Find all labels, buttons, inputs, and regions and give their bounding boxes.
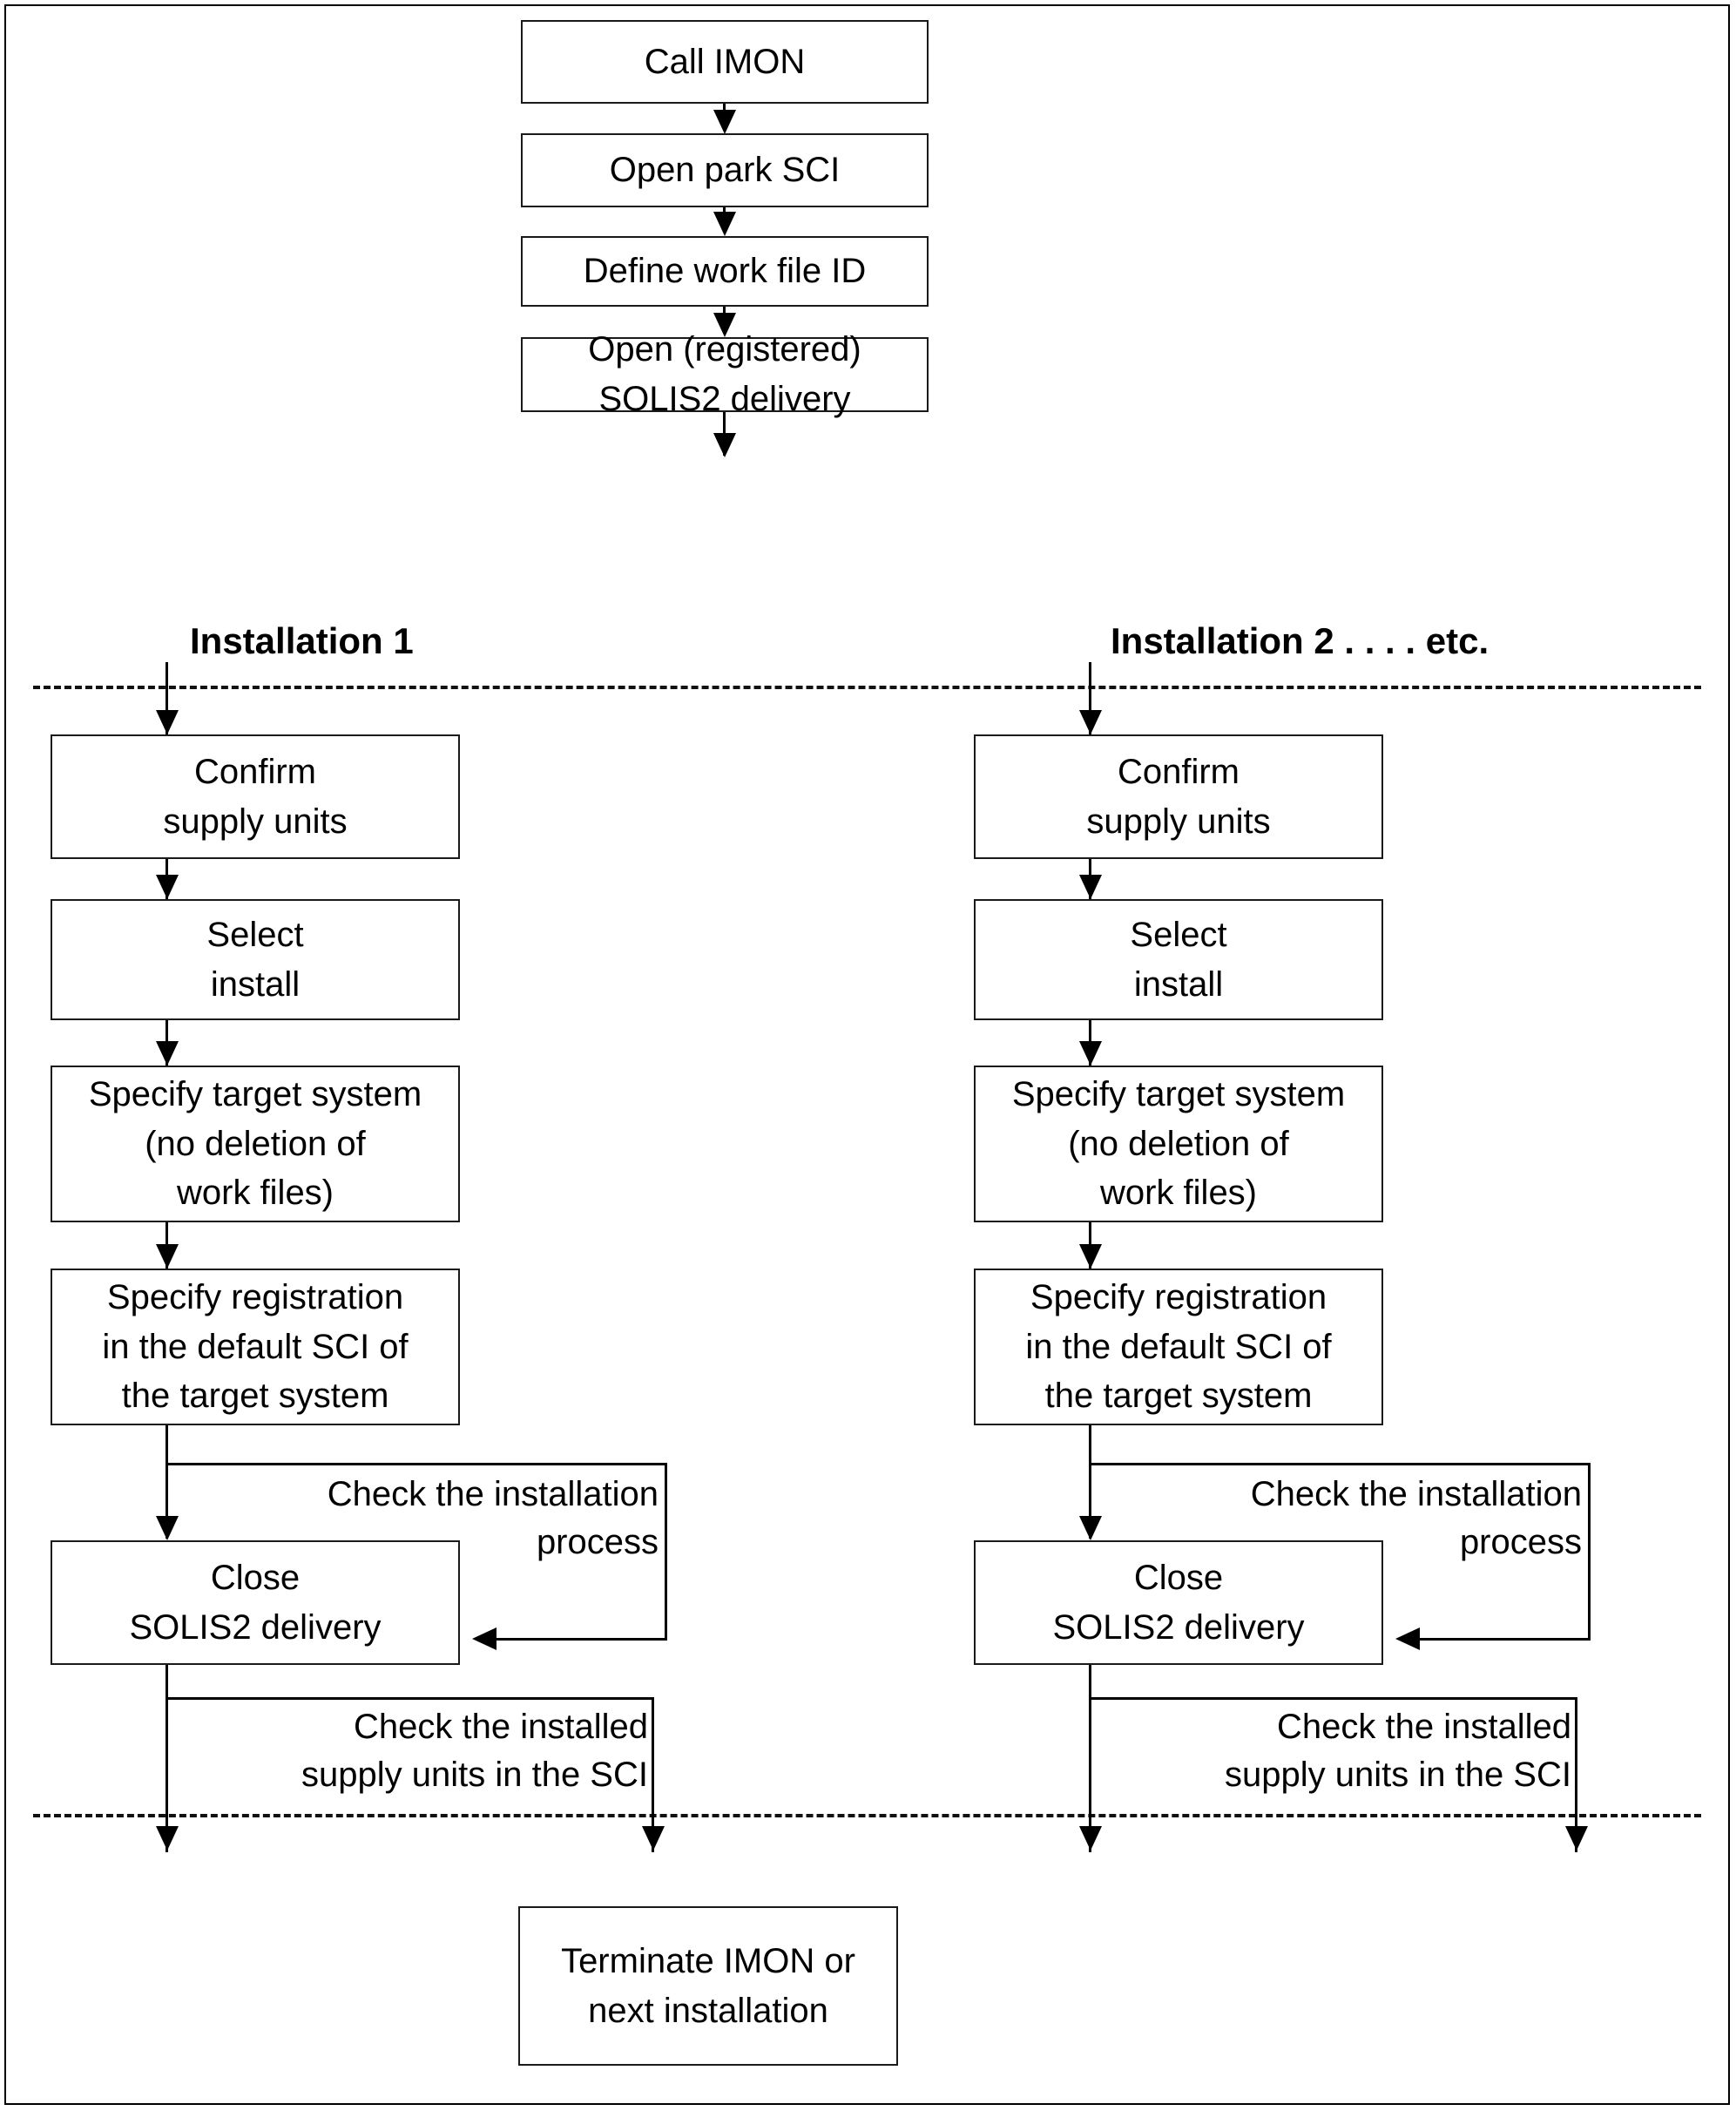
edge-label-check-installation-process-1: Check the installation process xyxy=(206,1471,659,1566)
process-box-confirm-supply-units-1: Confirm supply units xyxy=(51,734,460,859)
edge-label-check-installation-process-2: Check the installation process xyxy=(1129,1471,1582,1566)
loop-line-return xyxy=(496,1638,667,1641)
process-box-call-imon: Call IMON xyxy=(521,20,929,104)
edge-label-line: Check the installation xyxy=(327,1475,659,1513)
process-box-close-solis2-delivery-1: Close SOLIS2 delivery xyxy=(51,1540,460,1665)
loop-line-right xyxy=(1588,1463,1591,1640)
loop-line-top xyxy=(1089,1463,1591,1465)
box-line: Select xyxy=(206,915,304,954)
arrow-head-down xyxy=(1079,875,1102,899)
arrow-head-down xyxy=(713,313,736,337)
process-box-specify-registration-2: Specify registration in the default SCI … xyxy=(974,1269,1383,1425)
arrow-head-down xyxy=(642,1826,665,1851)
arrow-head-down xyxy=(156,1516,179,1540)
edge-label-check-installed-supply-units-1: Check the installed supply units in the … xyxy=(206,1703,648,1799)
connector-line xyxy=(165,1665,168,1852)
connector-line xyxy=(1089,1665,1091,1852)
arrow-head-left xyxy=(1395,1627,1420,1650)
connector-line xyxy=(1089,662,1091,736)
branch-line-right xyxy=(165,1697,654,1700)
process-box-terminate-imon: Terminate IMON or next installation xyxy=(518,1906,898,2066)
process-box-specify-target-system-1: Specify target system (no deletion of wo… xyxy=(51,1066,460,1222)
box-line: Confirm xyxy=(1117,752,1240,791)
box-line: next installation xyxy=(588,1991,828,2030)
process-box-confirm-supply-units-2: Confirm supply units xyxy=(974,734,1383,859)
branch-line-right xyxy=(1089,1697,1577,1700)
box-line: Select xyxy=(1130,915,1227,954)
box-line: Open (registered) xyxy=(588,330,861,369)
process-box-specify-target-system-2: Specify target system (no deletion of wo… xyxy=(974,1066,1383,1222)
box-line: Confirm xyxy=(193,752,317,791)
connector-line xyxy=(165,662,168,736)
process-box-open-park-sci: Open park SCI xyxy=(521,133,929,207)
arrow-head-down xyxy=(713,110,736,134)
connector-line xyxy=(165,1425,168,1539)
connector-line xyxy=(1089,1425,1091,1539)
box-line: Terminate IMON or xyxy=(561,1941,855,1980)
lane-divider-bottom xyxy=(33,1814,1701,1817)
swimlane-label-installation-1: Installation 1 xyxy=(190,620,414,661)
arrow-head-down xyxy=(1565,1826,1588,1851)
arrow-head-down xyxy=(156,1826,179,1851)
box-line: Specify registration xyxy=(1030,1277,1327,1316)
arrow-head-down xyxy=(713,433,736,457)
box-line: Close xyxy=(1133,1558,1224,1597)
box-line: Specify target system xyxy=(1011,1074,1346,1113)
box-line: SOLIS2 delivery xyxy=(129,1607,382,1647)
branch-line-down xyxy=(1575,1697,1577,1852)
arrow-head-down xyxy=(156,875,179,899)
loop-line-top xyxy=(165,1463,667,1465)
box-line: SOLIS2 delivery xyxy=(1052,1607,1305,1647)
lane-divider-top xyxy=(33,686,1701,689)
edge-label-line: supply units in the SCI xyxy=(301,1756,648,1795)
process-box-define-work-file-id: Define work file ID xyxy=(521,236,929,307)
box-line: the target system xyxy=(1044,1377,1313,1416)
arrow-head-down xyxy=(1079,1516,1102,1540)
edge-label-line: process xyxy=(536,1523,659,1562)
process-box-select-install-1: Select install xyxy=(51,899,460,1020)
arrow-head-down xyxy=(1079,1041,1102,1066)
loop-line-right xyxy=(665,1463,667,1640)
box-line: Close xyxy=(210,1558,301,1597)
box-line: (no deletion of xyxy=(1068,1124,1289,1163)
box-line: (no deletion of xyxy=(145,1124,366,1163)
box-line: SOLIS2 delivery xyxy=(598,380,851,418)
box-line: supply units xyxy=(1086,802,1271,841)
box-line: in the default SCI of xyxy=(102,1327,409,1366)
box-line: the target system xyxy=(121,1377,389,1416)
edge-label-line: process xyxy=(1459,1523,1582,1562)
swimlane-label-installation-2: Installation 2 . . . . etc. xyxy=(1111,620,1489,661)
box-line: work files) xyxy=(176,1174,334,1213)
arrow-head-down xyxy=(156,710,179,734)
process-box-specify-registration-1: Specify registration in the default SCI … xyxy=(51,1269,460,1425)
box-line: Specify registration xyxy=(106,1277,404,1316)
arrow-head-down xyxy=(156,1244,179,1269)
box-line: Define work file ID xyxy=(583,252,867,291)
arrow-head-down xyxy=(1079,1244,1102,1269)
diagram-frame xyxy=(4,4,1730,2105)
process-box-close-solis2-delivery-2: Close SOLIS2 delivery xyxy=(974,1540,1383,1665)
box-line: Specify target system xyxy=(88,1074,422,1113)
edge-label-line: supply units in the SCI xyxy=(1225,1756,1571,1795)
process-box-open-registered-solis2-delivery: Open (registered) SOLIS2 delivery xyxy=(521,330,929,418)
edge-label-line: Check the installed xyxy=(1277,1708,1571,1746)
edge-label-line: Check the installed xyxy=(354,1708,648,1746)
box-line: install xyxy=(210,964,301,1004)
arrow-head-down xyxy=(1079,710,1102,734)
arrow-head-down xyxy=(713,212,736,236)
branch-line-down xyxy=(652,1697,654,1852)
box-line: in the default SCI of xyxy=(1025,1327,1332,1366)
box-line: Open park SCI xyxy=(609,151,841,190)
box-line: supply units xyxy=(163,802,348,841)
arrow-head-down xyxy=(1079,1826,1102,1851)
arrow-head-down xyxy=(156,1041,179,1066)
process-box-select-install-2: Select install xyxy=(974,899,1383,1020)
box-line: work files) xyxy=(1099,1174,1258,1213)
box-line: install xyxy=(1133,964,1224,1004)
loop-line-return xyxy=(1420,1638,1591,1641)
arrow-head-left xyxy=(472,1627,496,1650)
box-line: Call IMON xyxy=(644,42,806,81)
edge-label-check-installed-supply-units-2: Check the installed supply units in the … xyxy=(1129,1703,1571,1799)
edge-label-line: Check the installation xyxy=(1250,1475,1582,1513)
